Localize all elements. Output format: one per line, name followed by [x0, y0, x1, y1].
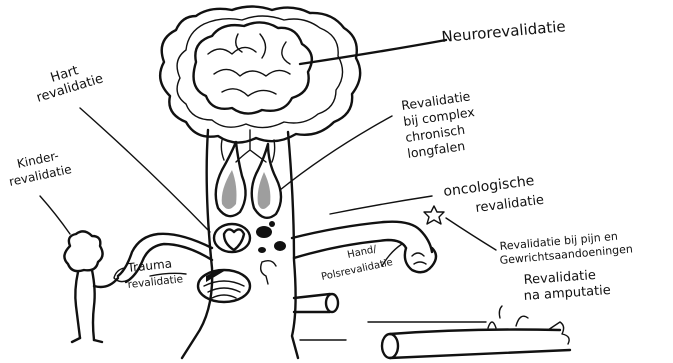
label-neuro: Neurorevalidatie — [441, 17, 567, 46]
brain-icon — [194, 22, 312, 113]
label-hand-line2: Polsrevalidatie — [320, 257, 393, 283]
star-icon — [424, 206, 444, 224]
label-hand-line1: Hand/ — [346, 244, 378, 261]
leader-pijn — [446, 218, 496, 250]
fallen-log — [382, 306, 570, 358]
leader-onco — [330, 196, 432, 214]
leader-neuro — [300, 40, 446, 64]
heart-icon — [214, 224, 250, 252]
label-trauma-line1: Trauma — [126, 256, 173, 275]
leader-longfalen — [280, 116, 392, 190]
tree-canopy — [160, 7, 360, 143]
lungs-icon — [216, 130, 281, 218]
trauma-stump — [198, 270, 250, 302]
label-trauma-line2: revalidatie — [127, 273, 184, 291]
label-onco-line2: revalidatie — [475, 193, 545, 216]
leader-kinder — [40, 196, 70, 234]
trunk-blotches — [256, 221, 286, 284]
branch-stump — [294, 294, 338, 312]
child-figure — [64, 231, 118, 342]
